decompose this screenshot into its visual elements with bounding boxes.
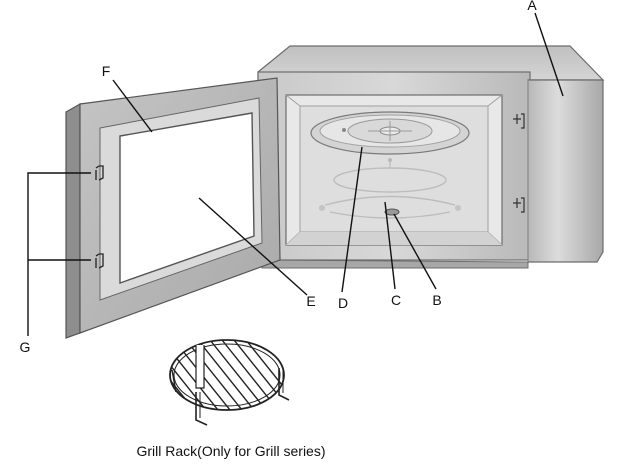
door-latch-slots	[513, 113, 525, 213]
label-d: D	[338, 295, 348, 311]
label-a: A	[527, 0, 537, 13]
grill-rack	[169, 339, 290, 426]
label-b: B	[432, 292, 441, 308]
glass-tray	[310, 111, 470, 155]
door-hooks	[95, 165, 104, 269]
door	[65, 77, 281, 339]
label-c: C	[391, 292, 401, 308]
label-e: E	[306, 293, 315, 309]
turntable-support	[333, 158, 447, 193]
grill-rack-caption: Grill Rack(Only for Grill series)	[136, 443, 325, 459]
leader-lines	[27, 12, 564, 336]
roller-ring	[319, 195, 461, 219]
label-f: F	[102, 63, 111, 79]
label-g: G	[20, 339, 31, 355]
